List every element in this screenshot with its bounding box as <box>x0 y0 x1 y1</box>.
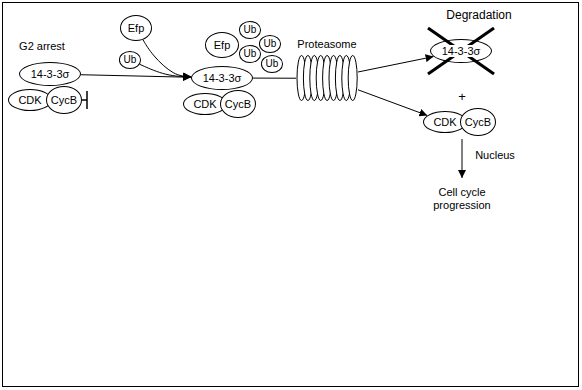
node-text: CDK <box>433 116 456 129</box>
proteasome-coil: Proteasome <box>294 36 360 105</box>
ubiquitin-circle: Ub <box>119 51 142 69</box>
node-text: Ub <box>124 54 137 66</box>
protein-oval: 14-3-3σ <box>191 66 253 90</box>
ubiquitin-circle: Ub <box>261 55 284 73</box>
node-text: Efp <box>214 39 231 52</box>
protein-oval: 14-3-3σ <box>19 62 81 86</box>
node-text: Efp <box>128 22 145 35</box>
text-label: G2 arrest <box>19 40 65 53</box>
node-text: CDK <box>18 94 41 107</box>
arrow-connector <box>358 90 427 116</box>
text-label: Degradation <box>446 8 511 22</box>
text-label: Nucleus <box>475 149 515 162</box>
protein-circle: CycB <box>46 86 82 114</box>
enzyme-circle: Efp <box>205 32 239 58</box>
inhibition-bar <box>82 91 87 109</box>
ubiquitin-circle: Ub <box>239 21 262 39</box>
degraded-protein-oval: 14-3-3σ <box>430 39 492 63</box>
protein-circle: CycB <box>220 90 256 118</box>
arrow-connector <box>140 64 191 76</box>
ubiquitin-circle: Ub <box>239 45 262 63</box>
arrow-connector <box>253 78 296 79</box>
node-text: 14-3-3σ <box>203 72 242 85</box>
enzyme-circle: Efp <box>120 15 152 41</box>
nucleus-arrow <box>462 139 463 178</box>
arrow-connector <box>143 40 191 77</box>
ubiquitin-circle: Ub <box>259 35 282 53</box>
text-label: Cell cycle progression <box>423 186 501 212</box>
node-text: 14-3-3σ <box>441 45 482 58</box>
node-text: Ub <box>244 24 257 36</box>
degradation-cross <box>428 28 494 74</box>
node-text: CycB <box>51 94 77 107</box>
frame <box>3 3 579 387</box>
node-text: 14-3-3σ <box>31 68 70 81</box>
node-text: Ub <box>244 48 257 60</box>
text-label: + <box>458 89 466 105</box>
node-text: Ub <box>264 38 277 50</box>
node-text: CycB <box>225 98 251 111</box>
node-text: Proteasome <box>297 38 356 51</box>
node-text: Ub <box>266 58 279 70</box>
protein-circle: CycB <box>460 108 496 136</box>
node-text: CDK <box>193 98 216 111</box>
arrow-connector <box>358 57 434 72</box>
proteasome-cylinder <box>296 54 358 102</box>
node-text: CycB <box>465 116 491 129</box>
